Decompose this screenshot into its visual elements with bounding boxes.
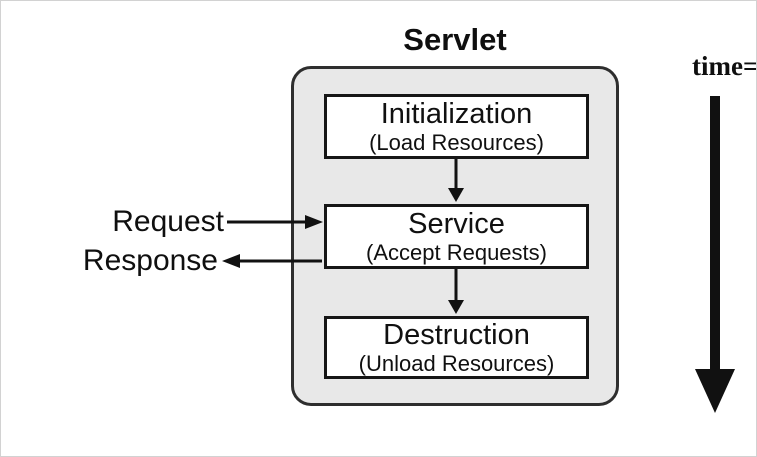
diagram-title: Servlet xyxy=(403,22,507,57)
stage-detail-destruction: (Unload Resources) xyxy=(358,350,555,376)
stage-detail-service: (Accept Requests) xyxy=(366,239,547,265)
stage-name-initialization: Initialization xyxy=(380,97,533,130)
request-label: Request xyxy=(112,205,224,238)
time-label: time= xyxy=(692,51,757,81)
stage-name-service: Service xyxy=(408,207,505,240)
time-arrow xyxy=(695,96,735,413)
stage-name-destruction: Destruction xyxy=(383,318,530,351)
stage-detail-initialization: (Load Resources) xyxy=(369,129,544,155)
stage-box-destruction: Destruction (Unload Resources) xyxy=(324,316,589,379)
response-label: Response xyxy=(82,244,218,277)
stage-box-initialization: Initialization (Load Resources) xyxy=(324,94,589,159)
stage-box-service: Service (Accept Requests) xyxy=(324,204,589,269)
